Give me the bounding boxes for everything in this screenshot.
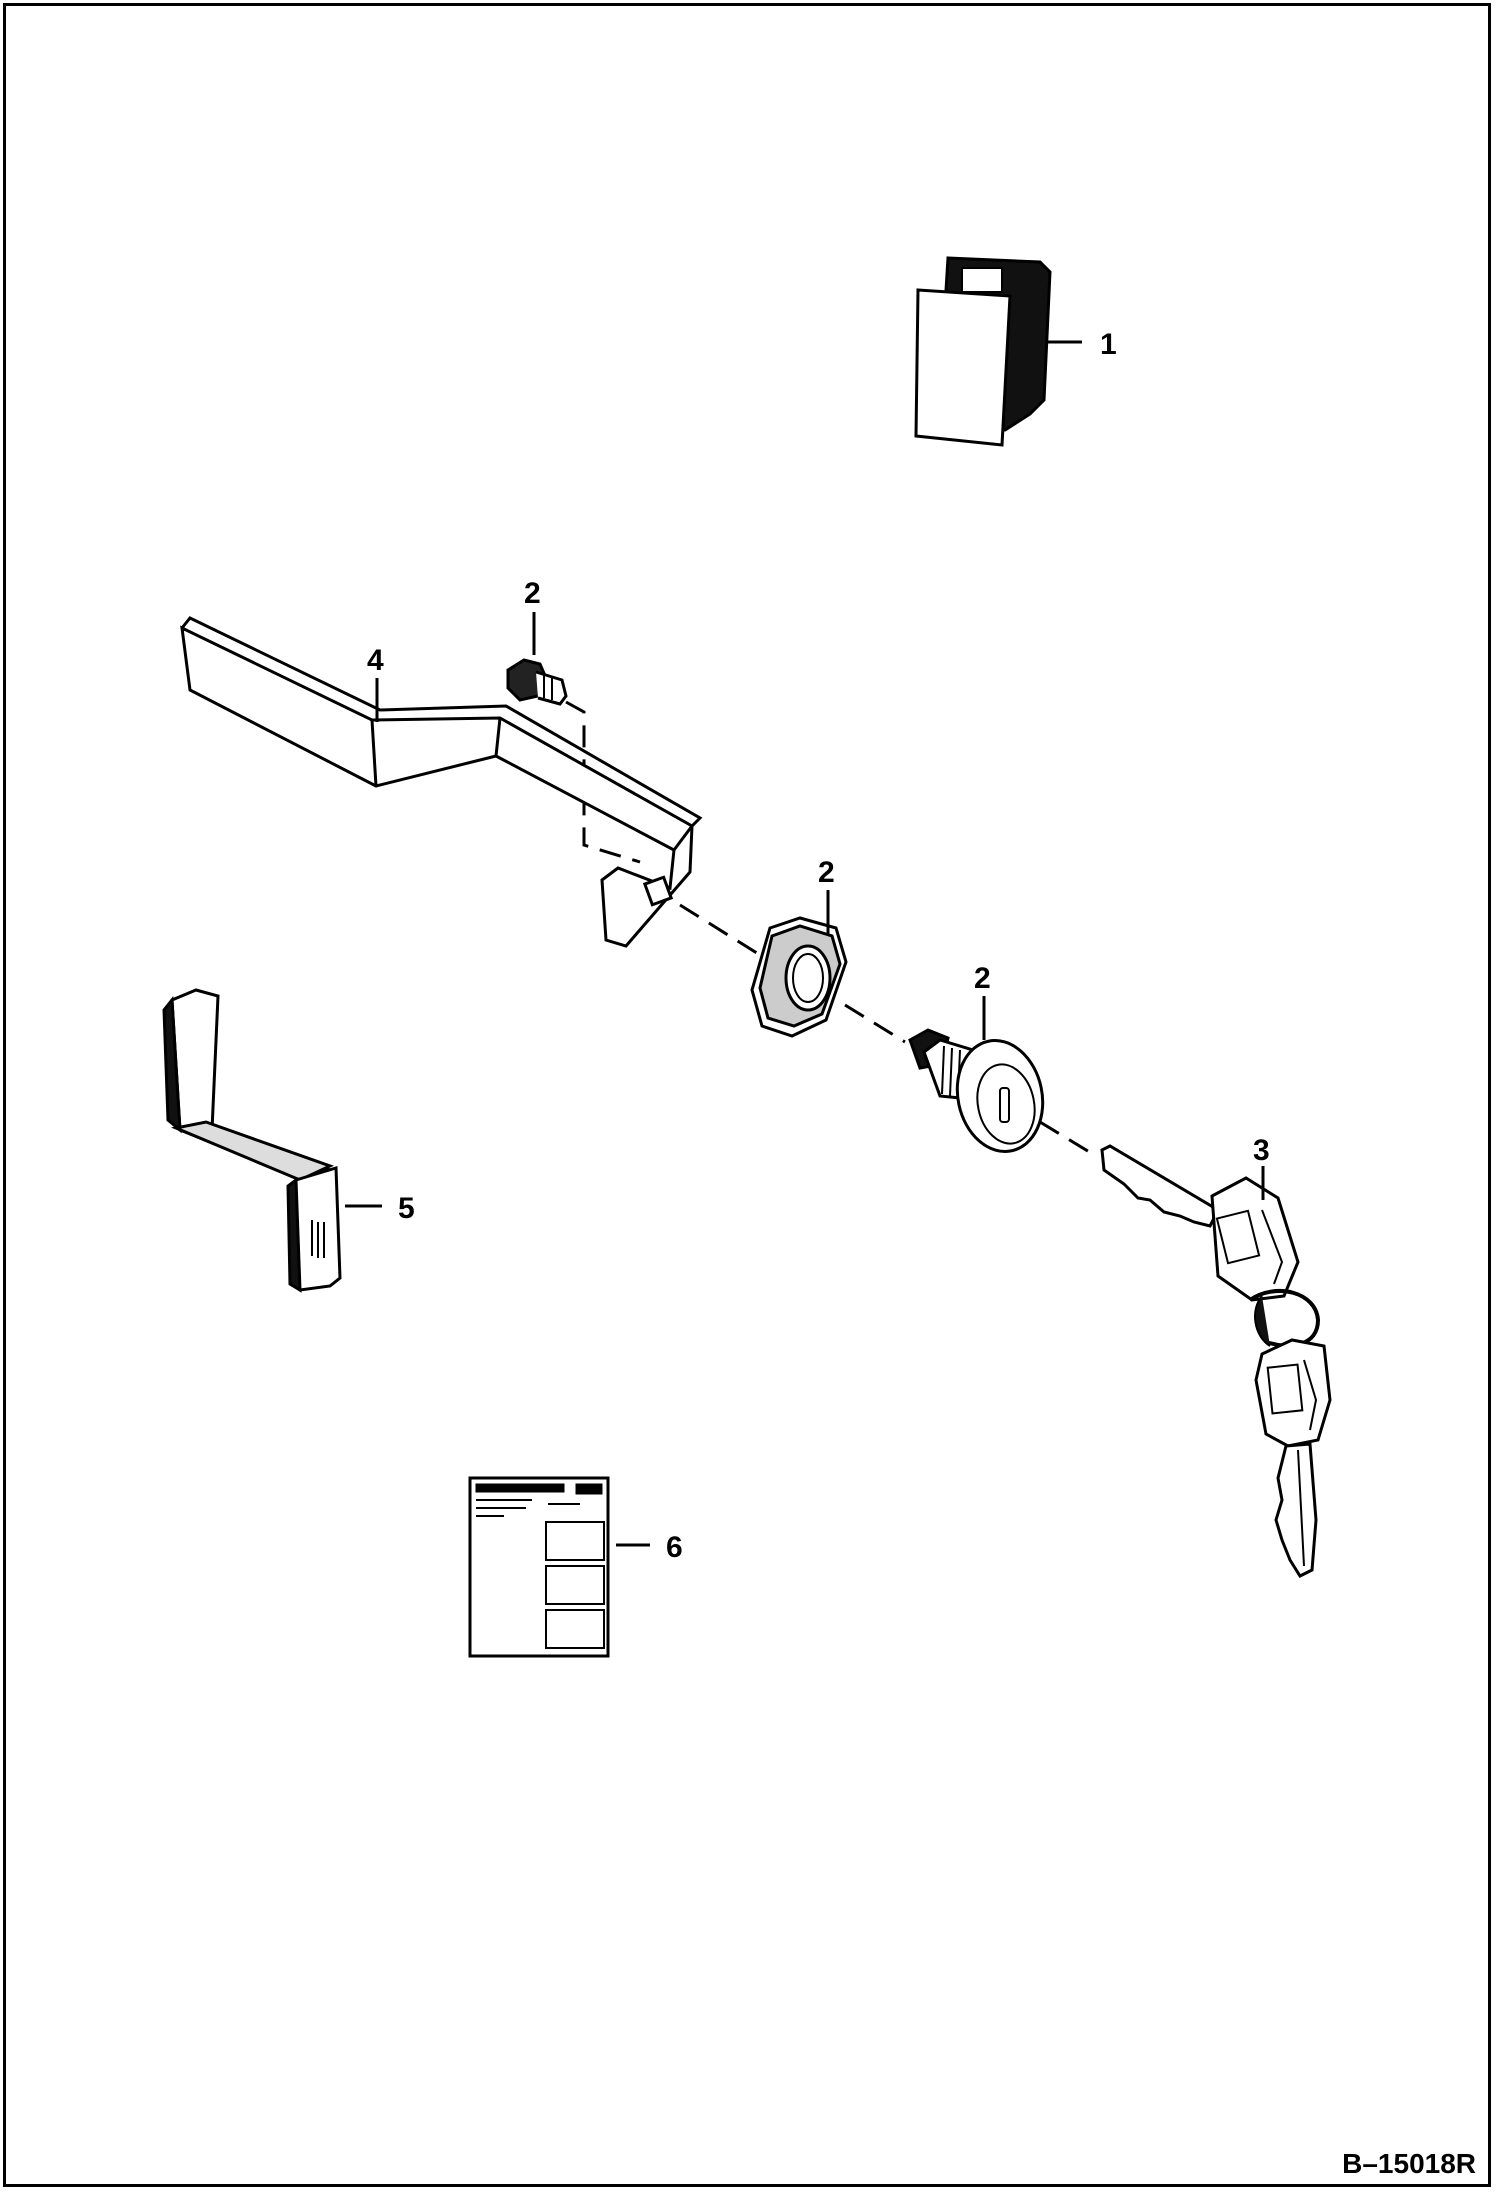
callout-2b: 2 (818, 856, 835, 889)
lock-cylinder-part (908, 1028, 1045, 1153)
bolt-part (506, 658, 568, 706)
axis-lever-to-nut (679, 903, 761, 957)
callout-5: 5 (398, 1192, 415, 1225)
callout-1: 1 (1100, 328, 1117, 361)
instruction-sheet-part (468, 1476, 610, 1658)
axis-nut-to-cylinder (844, 1003, 906, 1044)
block-part (914, 256, 1052, 447)
lever-part (180, 616, 703, 948)
bracket-part (162, 988, 342, 1293)
figure-id: B–15018R (1342, 2148, 1476, 2179)
callout-2c: 2 (974, 962, 991, 995)
axis-cylinder-to-key (1039, 1120, 1097, 1158)
drawing-frame (3, 3, 1491, 2187)
callout-4: 4 (367, 644, 384, 677)
callout-3: 3 (1253, 1134, 1270, 1167)
nut-part (750, 916, 848, 1038)
callout-2a: 2 (524, 577, 541, 610)
callout-6: 6 (666, 1531, 683, 1564)
keys-part (1100, 1144, 1332, 1578)
